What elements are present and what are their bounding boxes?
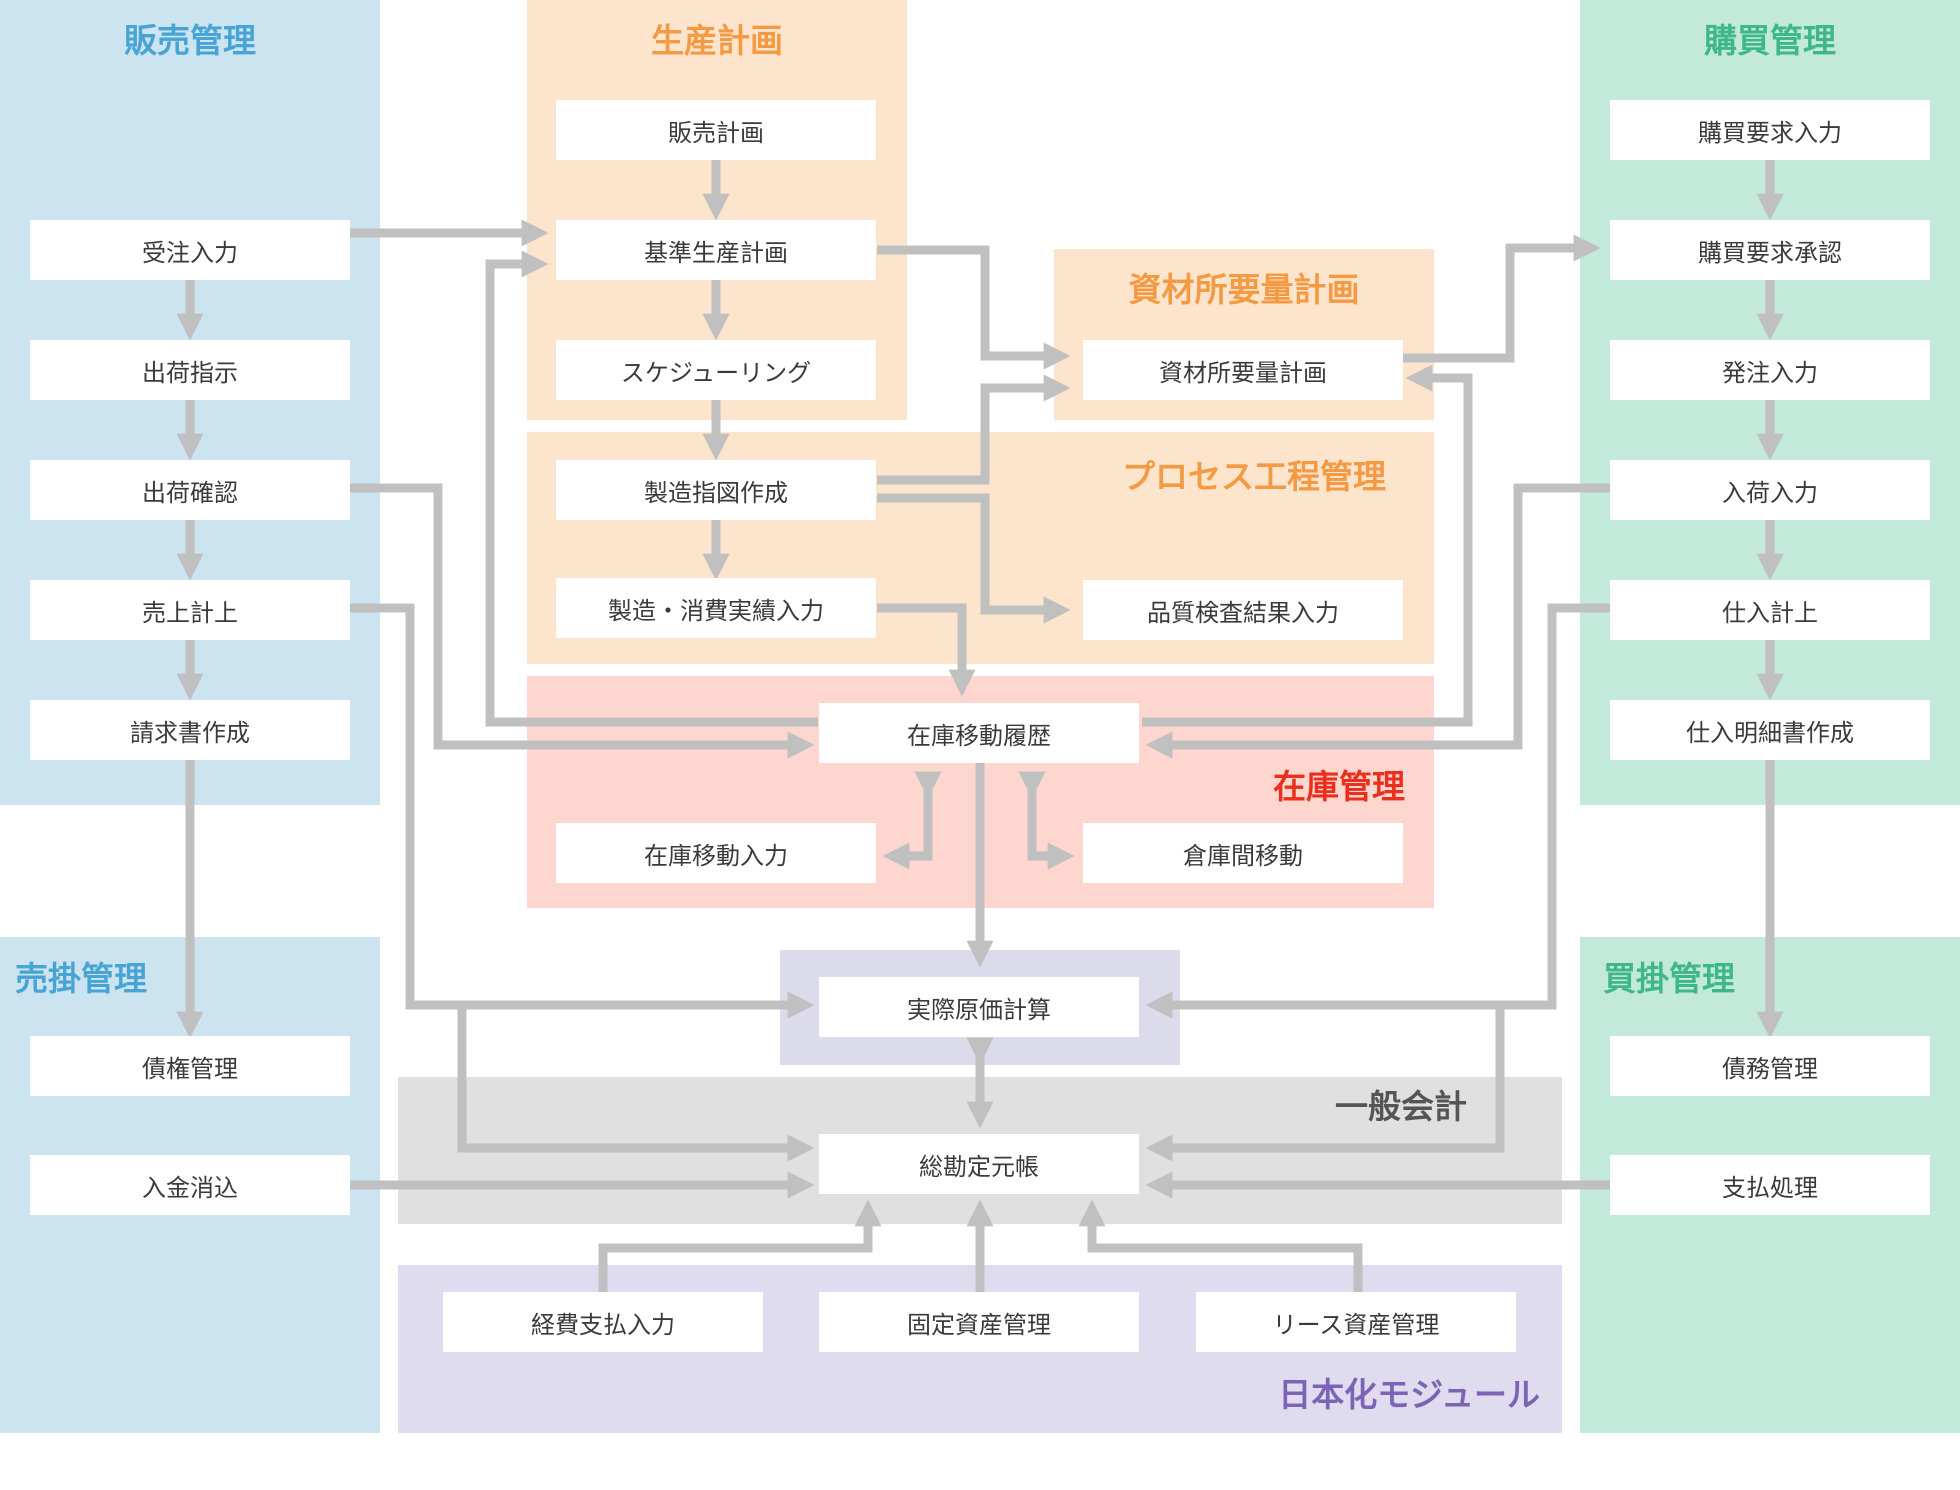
order-entry-box[interactable]: 受注入力 bbox=[30, 220, 350, 280]
actual-cost-calculation-box[interactable]: 実際原価計算 bbox=[819, 977, 1139, 1037]
receiving-entry-box[interactable]: 入荷入力 bbox=[1610, 460, 1930, 520]
sales-zone bbox=[0, 0, 380, 805]
general-accounting-title: 一般会計 bbox=[1335, 1087, 1467, 1126]
invoice-creation-box[interactable]: 請求書作成 bbox=[30, 700, 350, 760]
manufacturing-order-box[interactable]: 製造指図作成 bbox=[556, 460, 876, 520]
inventory-movement-entry-box[interactable]: 在庫移動入力 bbox=[556, 823, 876, 883]
order-placement-box[interactable]: 発注入力 bbox=[1610, 340, 1930, 400]
payment-reconciliation-box[interactable]: 入金消込 bbox=[30, 1155, 350, 1215]
shipping-instruction-box[interactable]: 出荷指示 bbox=[30, 340, 350, 400]
process-title: プロセス工程管理 bbox=[1122, 457, 1386, 496]
scheduling-box[interactable]: スケジューリング bbox=[556, 340, 876, 400]
mrp-title: 資材所要量計画 bbox=[1128, 270, 1360, 309]
mrp-box[interactable]: 資材所要量計画 bbox=[1083, 340, 1403, 400]
purchase-statement-box[interactable]: 仕入明細書作成 bbox=[1610, 700, 1930, 760]
purchase-request-approval-box[interactable]: 購買要求承認 bbox=[1610, 220, 1930, 280]
japan-module-title: 日本化モジュール bbox=[1278, 1375, 1540, 1414]
payables-title: 買掛管理 bbox=[1603, 959, 1735, 998]
sales-title: 販売管理 bbox=[124, 21, 256, 60]
warehouse-transfer-box[interactable]: 倉庫間移動 bbox=[1083, 823, 1403, 883]
production-consumption-entry-box[interactable]: 製造・消費実績入力 bbox=[556, 578, 876, 638]
inventory-title: 在庫管理 bbox=[1273, 767, 1405, 806]
expense-payment-entry-box[interactable]: 経費支払入力 bbox=[443, 1292, 763, 1352]
purchasing-title: 購買管理 bbox=[1704, 21, 1836, 60]
payables-management-box[interactable]: 債務管理 bbox=[1610, 1036, 1930, 1096]
lease-asset-management-box[interactable]: リース資産管理 bbox=[1196, 1292, 1516, 1352]
receivables-management-box[interactable]: 債権管理 bbox=[30, 1036, 350, 1096]
purchase-request-entry-box[interactable]: 購買要求入力 bbox=[1610, 100, 1930, 160]
production-title: 生産計画 bbox=[651, 21, 783, 60]
master-production-schedule-box[interactable]: 基準生産計画 bbox=[556, 220, 876, 280]
purchase-recording-box[interactable]: 仕入計上 bbox=[1610, 580, 1930, 640]
sales-plan-box[interactable]: 販売計画 bbox=[556, 100, 876, 160]
receivables-title: 売掛管理 bbox=[15, 959, 147, 998]
fixed-asset-management-box[interactable]: 固定資産管理 bbox=[819, 1292, 1139, 1352]
shipping-confirmation-box[interactable]: 出荷確認 bbox=[30, 460, 350, 520]
sales-recording-box[interactable]: 売上計上 bbox=[30, 580, 350, 640]
inventory-movement-history-box[interactable]: 在庫移動履歴 bbox=[819, 703, 1139, 763]
quality-inspection-entry-box[interactable]: 品質検査結果入力 bbox=[1083, 580, 1403, 640]
general-ledger-box[interactable]: 総勘定元帳 bbox=[819, 1134, 1139, 1194]
payment-processing-box[interactable]: 支払処理 bbox=[1610, 1155, 1930, 1215]
